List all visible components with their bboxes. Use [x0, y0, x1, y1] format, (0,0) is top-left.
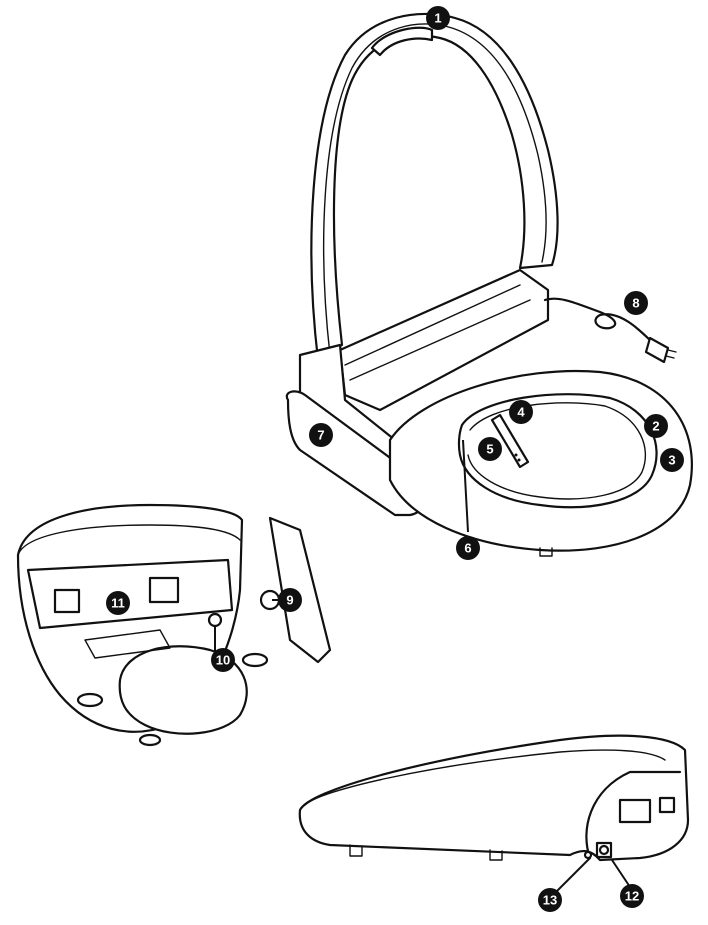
callout-2: 2 [644, 414, 668, 438]
lid-handle [370, 26, 434, 57]
underside-bumper-2 [241, 652, 269, 668]
power-cord [543, 297, 657, 347]
seat-underside-view [16, 503, 332, 747]
side-foot-rear [489, 849, 503, 861]
callout-3: 3 [660, 448, 684, 472]
seat-open-view [285, 12, 693, 557]
seat-foot [539, 547, 553, 557]
callout-label-4: 4 [517, 405, 525, 420]
callout-label-12: 12 [625, 889, 639, 904]
water-inlet-port [598, 844, 610, 856]
seat-side-view [298, 734, 690, 862]
callout-label-6: 6 [464, 541, 471, 556]
underside-bumper-1 [76, 692, 104, 708]
callout-10: 10 [211, 648, 235, 672]
side-rear-housing [585, 770, 682, 860]
adjust-screw [207, 612, 223, 628]
callout-5: 5 [478, 437, 502, 461]
side-body [298, 734, 690, 862]
seat-opening [457, 393, 658, 509]
wand [490, 413, 530, 469]
side-lid-edge [304, 749, 666, 806]
callout-8: 8 [624, 291, 648, 315]
callout-label-3: 3 [668, 453, 675, 468]
side-foot-front [349, 844, 363, 857]
callout-6: 6 [456, 536, 480, 560]
callout-label-9: 9 [286, 593, 293, 608]
power-plug [644, 336, 670, 364]
callout-9: 9 [278, 588, 302, 612]
callout-label-7: 7 [317, 428, 324, 443]
callout-label-5: 5 [486, 442, 493, 457]
callout-12: 12 [620, 884, 644, 908]
callout-13: 13 [538, 888, 562, 912]
underside-bumper-3 [138, 733, 162, 747]
side-button [658, 796, 676, 814]
callouts: 1 2 3 4 5 6 7 8 [106, 6, 684, 912]
drain-valve [583, 850, 593, 860]
callout-label-11: 11 [111, 596, 125, 611]
leader-6 [462, 439, 469, 533]
mounting-bracket [268, 516, 332, 664]
callout-7: 7 [309, 423, 333, 447]
plug-prongs [665, 349, 677, 359]
callout-label-1: 1 [434, 11, 441, 26]
plate-slot-left [53, 588, 81, 614]
callout-1: 1 [426, 6, 450, 30]
plate-slot-right [148, 576, 180, 604]
callout-label-2: 2 [652, 419, 659, 434]
callout-label-10: 10 [216, 653, 230, 668]
lid [310, 12, 559, 362]
leader-lines [214, 439, 631, 893]
hinge-lines [344, 284, 531, 381]
leader-13 [555, 857, 591, 893]
callout-label-13: 13 [543, 893, 557, 908]
side-label-panel [618, 798, 652, 824]
leader-12 [611, 859, 631, 888]
callout-11: 11 [106, 591, 130, 615]
underside-clip [84, 629, 171, 659]
callout-4: 4 [509, 400, 533, 424]
underside-top-edge [17, 524, 241, 556]
seat-inner-rim [467, 402, 647, 500]
callout-label-8: 8 [632, 296, 639, 311]
